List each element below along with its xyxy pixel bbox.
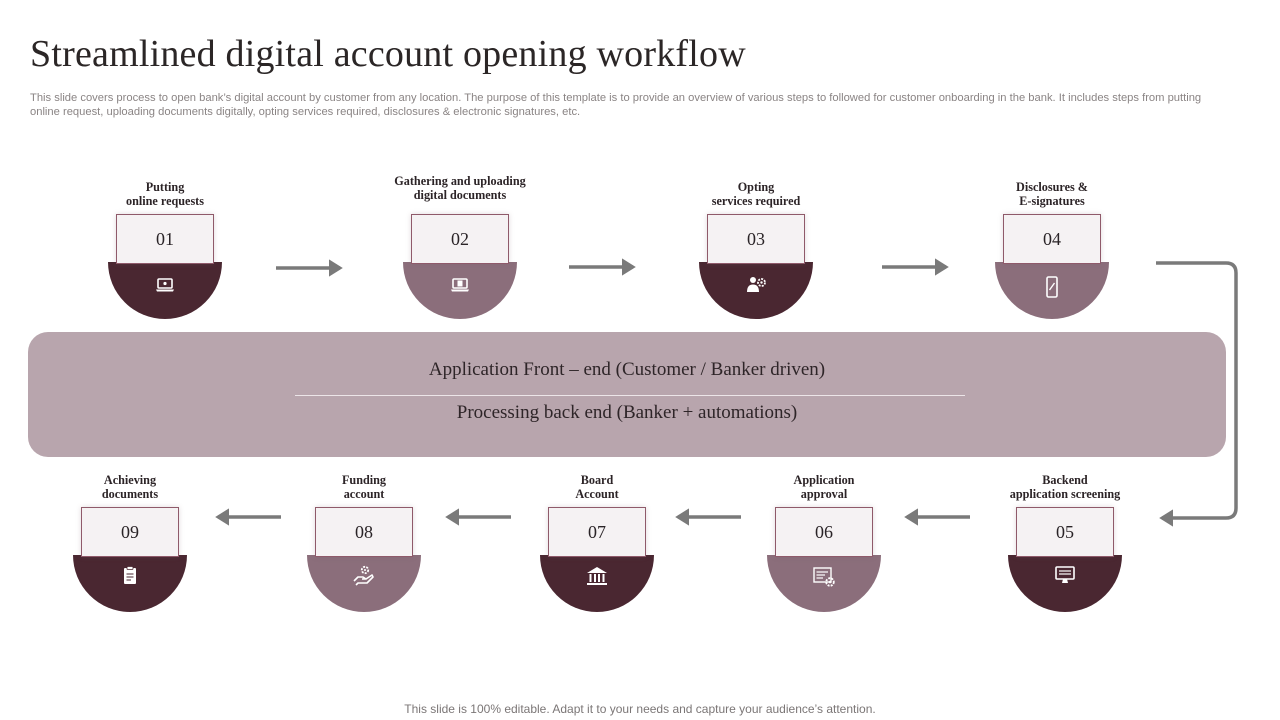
step-label: Gathering and uploading digital document…: [394, 174, 526, 202]
person-gear-icon: [747, 277, 766, 292]
step-number: 03: [747, 228, 765, 249]
front-end-label: Application Front – end (Customer / Bank…: [428, 359, 826, 380]
step-04: Disclosures & E-signatures 04: [952, 178, 1152, 328]
step-03: Opting services required 03: [656, 178, 856, 328]
step-05: Backend application screening 05: [965, 471, 1165, 621]
step-number-box: 08: [315, 507, 413, 557]
step-08: Funding account 08: [264, 471, 464, 621]
form-gear-icon: [813, 567, 835, 587]
step-number: 06: [815, 521, 833, 542]
step-number: 09: [121, 521, 139, 542]
step-number-box: 02: [411, 214, 509, 264]
step-02: Gathering and uploading digital document…: [360, 174, 560, 328]
band-divider: [295, 395, 965, 396]
step-number-box: 05: [1016, 507, 1114, 557]
page-title: Streamlined digital account opening work…: [30, 33, 746, 75]
step-label: Disclosures & E-signatures: [1016, 180, 1088, 208]
step-number-box: 04: [1003, 214, 1101, 264]
step-number: 04: [1043, 228, 1061, 249]
step-label: Backend application screening: [1009, 473, 1121, 501]
step-number-box: 07: [548, 507, 646, 557]
bank-icon: [587, 567, 607, 585]
monitor-icon: [1055, 566, 1075, 583]
step-label: Board Account: [575, 473, 619, 501]
step-number: 08: [355, 521, 373, 542]
step-06: Application approval 06: [724, 471, 924, 621]
mobile-signature-icon: [1046, 276, 1058, 298]
laptop-icon: [156, 278, 174, 292]
step-number: 05: [1056, 521, 1074, 542]
step-number-box: 03: [707, 214, 805, 264]
step-number-box: 01: [116, 214, 214, 264]
step-label: Funding account: [341, 473, 387, 501]
step-number-box: 06: [775, 507, 873, 557]
application-band: Application Front – end (Customer / Bank…: [28, 332, 1226, 457]
step-number: 01: [156, 228, 174, 249]
step-label: Opting services required: [711, 180, 801, 208]
hand-money-icon: [353, 565, 374, 586]
step-07: Board Account 07: [497, 471, 697, 621]
step-label: Application approval: [793, 473, 855, 501]
step-number-box: 09: [81, 507, 179, 557]
footer-note: This slide is 100% editable. Adapt it to…: [404, 702, 876, 716]
step-label: Achieving documents: [101, 473, 159, 501]
page-description: This slide covers process to open bank’s…: [30, 92, 1202, 118]
clipboard-icon: [124, 566, 136, 584]
step-number: 02: [451, 228, 469, 249]
laptop-document-icon: [451, 278, 469, 292]
step-09: Achieving documents 09: [30, 471, 230, 621]
step-number: 07: [588, 521, 606, 542]
step-01: Putting online requests 01: [65, 178, 265, 328]
arrow-04-05: [1156, 261, 1238, 527]
step-label: Putting online requests: [126, 180, 204, 208]
back-end-label: Processing back end (Banker + automation…: [456, 402, 798, 423]
